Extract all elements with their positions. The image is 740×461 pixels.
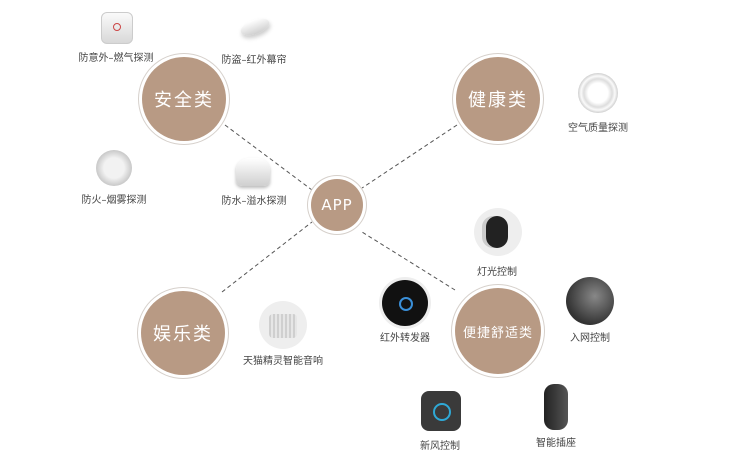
category-label: 安全类 xyxy=(154,90,214,111)
connector-entertainment xyxy=(221,221,313,293)
device-label: 防意外–燃气探测 xyxy=(78,53,154,64)
device-label: 防火–烟雾探测 xyxy=(81,195,147,206)
category-health: 健康类 xyxy=(456,57,540,141)
ir-blaster-icon xyxy=(382,280,428,326)
device-label: 红外转发器 xyxy=(380,333,430,344)
connector-health xyxy=(361,124,458,189)
smart-speaker-icon xyxy=(259,301,307,349)
device-label: 天猫精灵智能音响 xyxy=(243,356,323,367)
category-entertainment: 娱乐类 xyxy=(141,291,225,375)
app-hub: APP xyxy=(311,179,363,231)
smoke-detector-icon xyxy=(96,150,132,186)
category-convenience: 便捷舒适类 xyxy=(455,288,541,374)
category-label: 娱乐类 xyxy=(153,324,213,345)
device-label: 防水–溢水探测 xyxy=(221,196,287,207)
category-label: 便捷舒适类 xyxy=(462,325,533,341)
gas-detector-icon xyxy=(101,12,133,44)
connector-convenience xyxy=(361,231,456,291)
air-quality-sensor-icon xyxy=(578,73,618,113)
smart-plug-icon xyxy=(544,384,568,430)
category-security: 安全类 xyxy=(142,57,226,141)
fresh-air-control-icon xyxy=(421,391,461,431)
device-label: 防盗–红外幕帘 xyxy=(221,55,287,66)
water-leak-sensor-icon xyxy=(236,158,270,186)
device-label: 空气质量探测 xyxy=(568,123,628,134)
app-label: APP xyxy=(321,196,353,214)
device-label: 智能插座 xyxy=(536,438,576,449)
category-label: 健康类 xyxy=(468,90,528,111)
light-switch-icon xyxy=(474,208,522,256)
device-label: 灯光控制 xyxy=(477,267,517,278)
network-control-icon xyxy=(566,277,614,325)
device-label: 新风控制 xyxy=(420,441,460,452)
device-label: 入网控制 xyxy=(570,333,610,344)
